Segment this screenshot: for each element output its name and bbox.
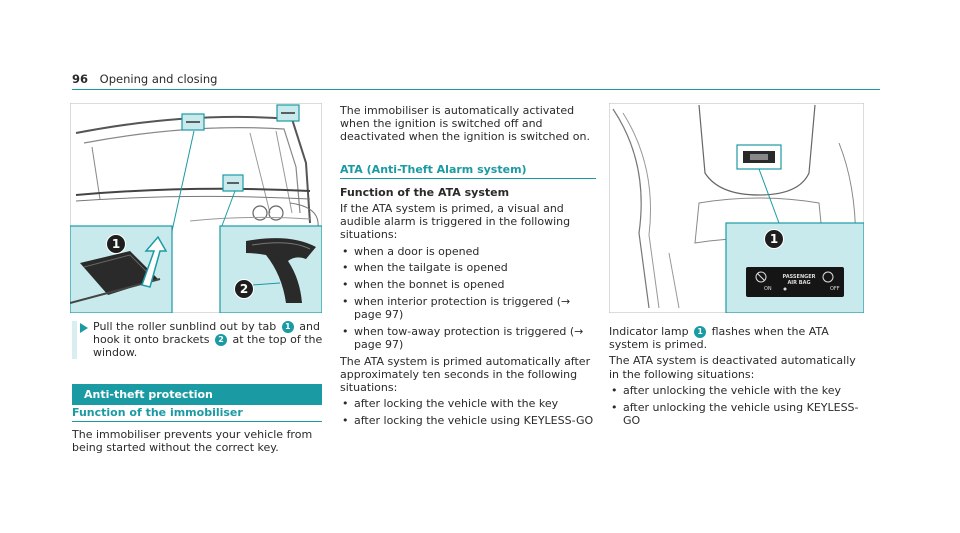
page-header: 96 Opening and closing (72, 72, 217, 86)
chapter-title: Opening and closing (99, 72, 218, 86)
airbag-panel-on-label: ON (764, 286, 772, 292)
step-arrow-icon (80, 323, 88, 333)
indicator-text: Indicator lamp 1 flashes when the ATA sy… (609, 325, 867, 430)
inline-ref-1: 1 (694, 325, 707, 338)
sunblind-illustration: 1 2 (69, 102, 323, 314)
ata-function-heading: Function of the ATA system (340, 186, 510, 199)
list-item: when the bonnet is opened (340, 278, 596, 291)
list-item: after locking the vehicle using KEYLESS-… (340, 414, 596, 427)
list-item: after unlocking the vehicle with the key (609, 384, 867, 397)
ata-deactivation-list: after unlocking the vehicle with the key… (609, 384, 867, 427)
immobiliser-heading: Function of the immobiliser (72, 406, 243, 419)
airbag-panel-off-label: OFF (830, 286, 840, 292)
ata-trigger-list: when a door is opened when the tailgate … (340, 245, 596, 351)
ata-heading: ATA (Anti-Theft Alarm system) (340, 163, 527, 176)
airbag-panel-label: PASSENGER AIR BAG (782, 274, 816, 286)
inline-ref-1: 1 (281, 320, 294, 333)
list-item: when the tailgate is opened (340, 261, 596, 274)
sunblind-step-text: Pull the roller sunblind out by tab 1 an… (93, 320, 323, 360)
section-title-bar: Anti-theft protection (72, 384, 322, 405)
indicator-callout-1: 1 (764, 229, 784, 249)
immobiliser-activation-text: The immobiliser is automatically activat… (340, 104, 590, 144)
list-item: when a door is opened (340, 245, 596, 258)
page-number: 96 (72, 72, 89, 86)
immobiliser-heading-rule (72, 421, 322, 422)
ata-heading-rule (340, 178, 596, 179)
list-item: after unlocking the vehicle using KEYLES… (609, 401, 867, 427)
sunblind-drawing (69, 102, 323, 314)
step-marker-bar (72, 321, 77, 359)
tab-callout-1: 1 (106, 234, 126, 254)
ata-body: If the ATA system is primed, a visual an… (340, 202, 596, 431)
dashboard-drawing (608, 102, 865, 314)
list-item: when interior protection is triggered (→… (340, 295, 596, 321)
bracket-callout-2: 2 (234, 279, 254, 299)
header-rule (72, 89, 880, 90)
immobiliser-text: The immobiliser prevents your vehicle fr… (72, 428, 313, 455)
list-item: after locking the vehicle with the key (340, 397, 596, 410)
list-item: when tow-away protection is triggered (→… (340, 325, 596, 351)
dashboard-illustration: 1 ON PASSENGER AIR BAG OFF (608, 102, 865, 314)
ata-auto-prime-list: after locking the vehicle with the key a… (340, 397, 596, 427)
inline-ref-2: 2 (215, 333, 227, 346)
